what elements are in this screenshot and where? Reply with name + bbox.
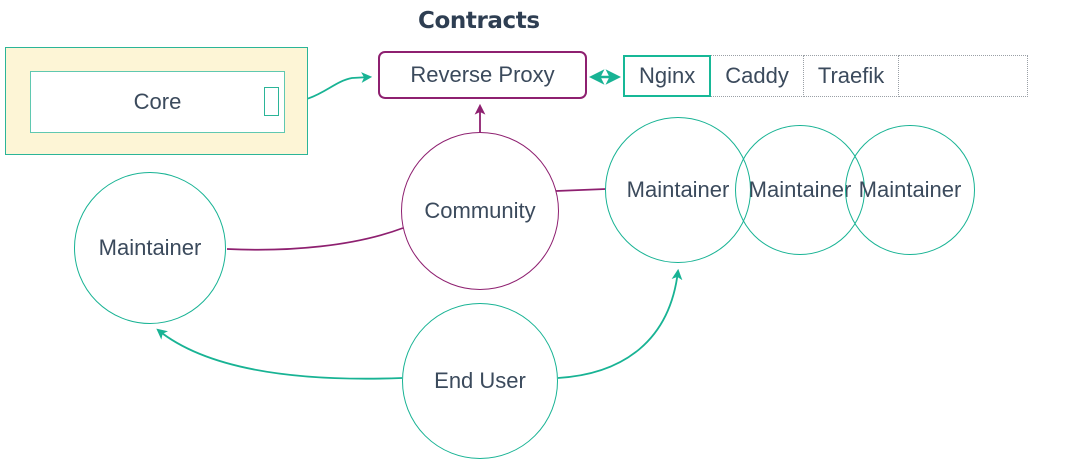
core-port[interactable] bbox=[264, 87, 279, 116]
option-label-caddy: Caddy bbox=[725, 63, 789, 88]
circle-label-maintainer-2: Maintainer bbox=[748, 177, 852, 202]
circle-maintainer-left[interactable]: Maintainer bbox=[74, 172, 226, 324]
option-label-nginx: Nginx bbox=[639, 63, 696, 88]
option-label-traefik: Traefik bbox=[817, 63, 885, 88]
edge-community-to-maintainer-1 bbox=[555, 188, 607, 192]
circle-community[interactable]: Community bbox=[401, 132, 559, 290]
core-node[interactable]: Core bbox=[30, 71, 285, 133]
circle-label-maintainer-1: Maintainer bbox=[626, 177, 730, 202]
option-cell-caddy[interactable]: Caddy bbox=[710, 55, 804, 97]
diagram-title: Contracts bbox=[418, 8, 540, 34]
circle-label-community: Community bbox=[424, 198, 536, 223]
edge-community-to-maintainer-left bbox=[226, 227, 404, 251]
option-cell-empty[interactable] bbox=[898, 55, 1029, 97]
circle-label-maintainer-3: Maintainer bbox=[858, 177, 962, 202]
circle-maintainer-2[interactable]: Maintainer bbox=[735, 125, 865, 255]
circle-label-maintainer-left: Maintainer bbox=[98, 235, 202, 260]
core-cluster[interactable]: Core bbox=[5, 47, 308, 155]
circle-end-user[interactable]: End User bbox=[402, 303, 558, 459]
option-cell-traefik[interactable]: Traefik bbox=[802, 55, 900, 97]
circle-maintainer-3[interactable]: Maintainer bbox=[845, 125, 975, 255]
edge-end-user-to-maintainer-left bbox=[156, 328, 403, 380]
circle-maintainer-1[interactable]: Maintainer bbox=[605, 117, 751, 263]
circle-label-end-user: End User bbox=[434, 368, 526, 393]
proxy-options-row: Nginx Caddy Traefik bbox=[623, 55, 1029, 97]
reverse-proxy-label: Reverse Proxy bbox=[410, 62, 555, 87]
reverse-proxy-node[interactable]: Reverse Proxy bbox=[378, 51, 587, 99]
option-cell-nginx[interactable]: Nginx bbox=[623, 55, 712, 97]
core-node-label: Core bbox=[133, 89, 182, 114]
edge-end-user-to-maintainer-1 bbox=[557, 268, 683, 379]
